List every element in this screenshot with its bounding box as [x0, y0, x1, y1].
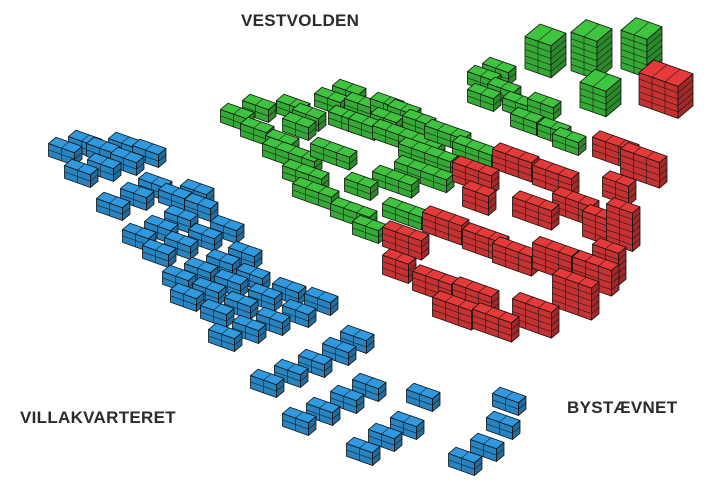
- district-label-bystaevnet: BYSTÆVNET: [567, 399, 677, 416]
- building-block-bystaevnet: [493, 237, 540, 276]
- building-block-vestvolden: [553, 127, 587, 155]
- building-block-vestvolden: [580, 69, 621, 116]
- building-block-villakvarteret: [487, 411, 521, 439]
- building-block-villakvarteret: [407, 383, 441, 411]
- building-block-villakvarteret: [493, 387, 527, 415]
- building-block-vestvolden: [353, 215, 387, 243]
- building-block-bystaevnet: [493, 143, 540, 182]
- district-label-villakvarteret: VILLAKVARTERET: [20, 409, 176, 426]
- building-block-vestvolden: [525, 24, 566, 78]
- building-block-bystaevnet: [473, 303, 520, 342]
- building-block-bystaevnet: [423, 206, 470, 245]
- building-block-bystaevnet: [639, 60, 693, 118]
- building-block-vestvolden: [571, 20, 612, 80]
- district-label-vestvolden: VESTVOLDEN: [241, 12, 359, 29]
- building-block-bystaevnet: [513, 191, 560, 230]
- building-block-bystaevnet: [513, 292, 560, 338]
